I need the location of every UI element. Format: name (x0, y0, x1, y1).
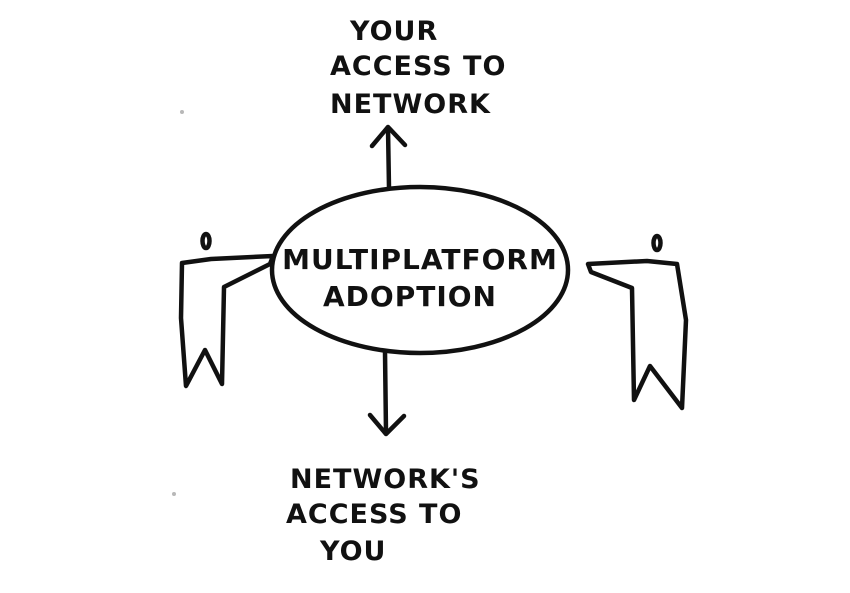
right-person-figure (585, 233, 689, 411)
left-person-figure (178, 231, 276, 389)
center-label-line-1: MULTIPLATFORM (282, 243, 558, 276)
center-ellipse (269, 184, 571, 356)
top-label-line-2: ACCESS TO (330, 51, 506, 82)
top-label-line-3: NETWORK (330, 89, 491, 120)
speck (172, 492, 176, 496)
bottom-label-line-1: NETWORK'S (290, 464, 481, 495)
arrow-up-icon (369, 124, 408, 191)
speck (180, 110, 184, 114)
bottom-label-line-2: ACCESS TO (286, 499, 462, 530)
bottom-label-line-3: YOU (319, 536, 386, 567)
arrow-down-icon (367, 349, 407, 437)
top-label-line-1: YOUR (349, 16, 438, 47)
center-label-line-2: ADOPTION (323, 280, 497, 313)
